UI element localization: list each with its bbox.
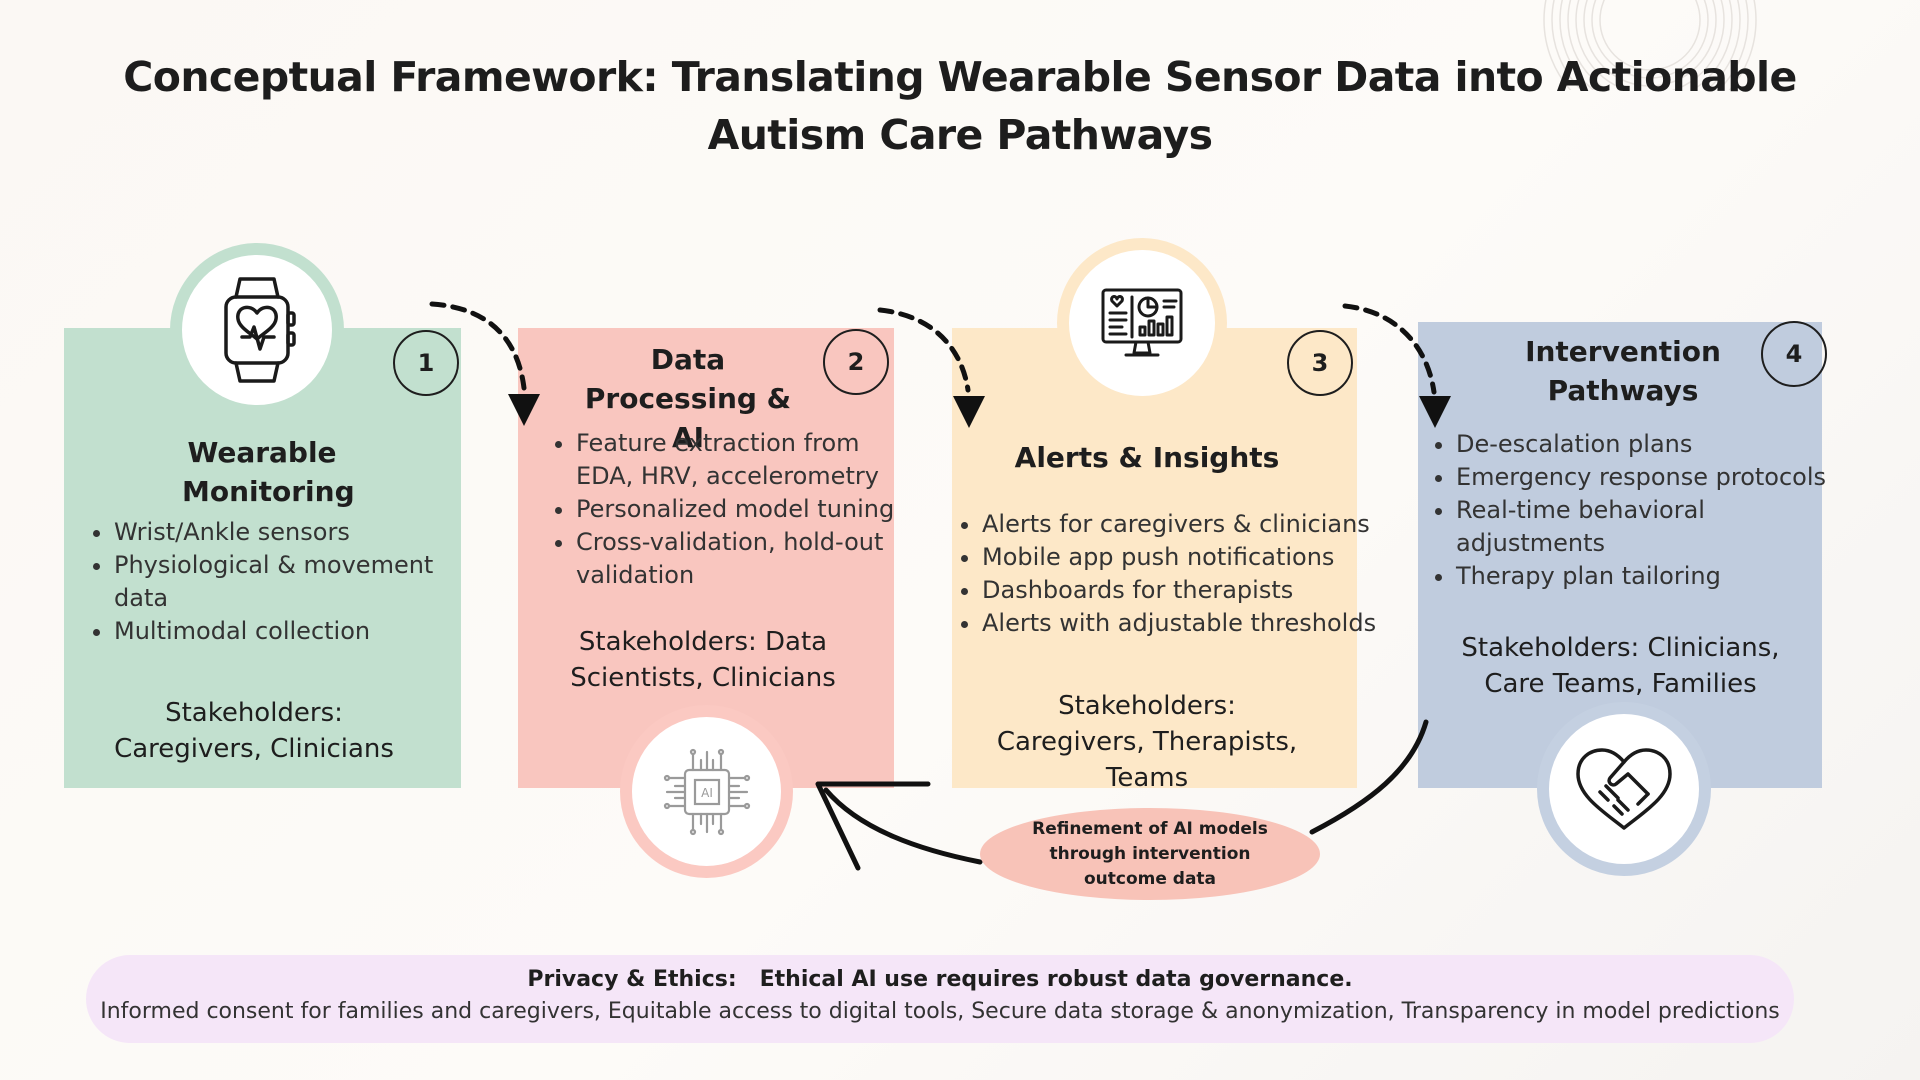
card-title: Alerts & Insights: [1014, 441, 1280, 474]
feedback-arrow-to-ai: [823, 787, 983, 865]
step-number-3: 3: [1287, 330, 1353, 396]
bullet-list: De-escalation plans Emergency response p…: [1426, 428, 1836, 593]
feedback-label: Refinement of AI models through interven…: [980, 808, 1320, 900]
privacy-ethics-banner: Privacy & Ethics: Ethical AI use require…: [86, 955, 1794, 1043]
card-title: Wearable Monitoring: [182, 436, 355, 508]
feedback-text: Refinement of AI models through interven…: [1032, 818, 1268, 889]
list-item: Real-time behavioral adjustments: [1456, 494, 1836, 560]
page-title: Conceptual Framework: Translating Wearab…: [123, 53, 1797, 159]
card-intervention-pathways: Intervention Pathways De-escalation plan…: [1418, 322, 1826, 788]
privacy-heading: Privacy & Ethics: Ethical AI use require…: [527, 967, 1353, 992]
list-item: Dashboards for therapists: [982, 574, 1382, 607]
list-item: De-escalation plans: [1456, 428, 1836, 461]
card-title: Intervention Pathways: [1525, 335, 1721, 407]
bullet-list: Alerts for caregivers & clinicians Mobil…: [952, 508, 1382, 640]
feedback-curve: [1309, 719, 1429, 835]
list-item: Feature extraction from EDA, HRV, accele…: [576, 427, 906, 493]
card-data-processing: Data Processing & AI Feature extraction …: [518, 328, 894, 788]
bullet-list: Wrist/Ankle sensors Physiological & move…: [84, 516, 459, 648]
list-item: Wrist/Ankle sensors: [114, 516, 459, 549]
dashed-arrow-2-to-3: [877, 307, 971, 393]
list-item: Physiological & movement data: [114, 549, 459, 615]
list-item: Therapy plan tailoring: [1456, 560, 1836, 593]
arrowhead-down: [508, 394, 540, 426]
list-item: Emergency response protocols: [1456, 461, 1836, 494]
step-number-2: 2: [823, 329, 889, 395]
dashed-arrow-1-to-2: [429, 301, 527, 391]
card-title: Data Processing & AI: [584, 343, 792, 454]
arrowhead-down: [953, 396, 985, 428]
dashed-arrow-3-to-4: [1342, 303, 1437, 395]
list-item: Alerts with adjustable thresholds: [982, 607, 1382, 640]
feedback-arrowhead: [815, 781, 931, 871]
stakeholders-text: Stakeholders: Clinicians, Care Teams, Fa…: [1461, 633, 1780, 699]
arrowhead-down: [1419, 396, 1451, 428]
bullet-list: Feature extraction from EDA, HRV, accele…: [546, 427, 906, 592]
step-number-4: 4: [1761, 321, 1827, 387]
stakeholders-text: Stakeholders: Caregivers, Therapists, Te…: [996, 691, 1298, 793]
step-number-1: 1: [393, 330, 459, 396]
stakeholders-text: Stakeholders: Data Scientists, Clinician…: [570, 627, 836, 693]
decorative-arcs: [1543, 0, 1757, 90]
list-item: Mobile app push notifications: [982, 541, 1382, 574]
list-item: Multimodal collection: [114, 615, 459, 648]
privacy-body: Informed consent for families and caregi…: [100, 999, 1780, 1024]
list-item: Personalized model tuning: [576, 493, 906, 526]
list-item: Cross-validation, hold-out validation: [576, 526, 906, 592]
svg-text:AI: AI: [701, 786, 713, 800]
stakeholders-text: Stakeholders: Caregivers, Clinicians: [114, 698, 394, 764]
list-item: Alerts for caregivers & clinicians: [982, 508, 1382, 541]
